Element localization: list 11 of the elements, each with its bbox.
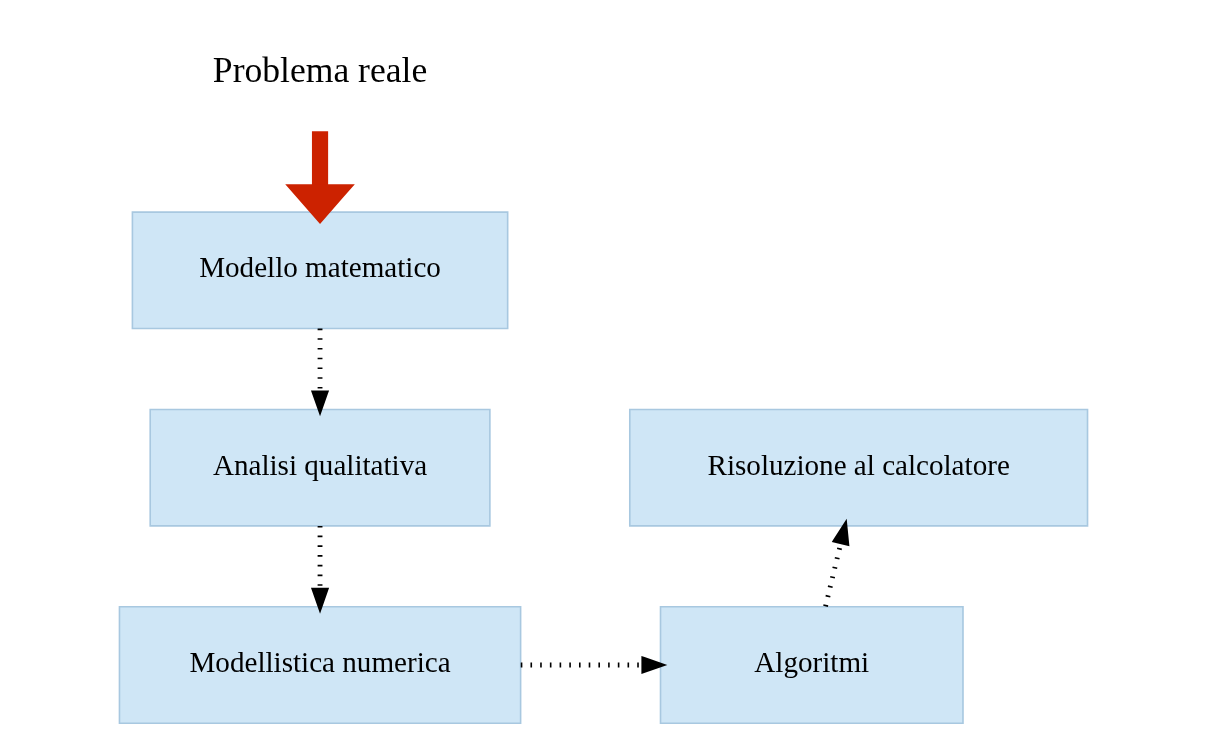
- arrow: [310, 328, 329, 417]
- node-box: Modello matematico: [131, 211, 508, 330]
- node-box: Algoritmi: [659, 605, 964, 725]
- node-box: Analisi qualitativa: [148, 408, 491, 527]
- arrow: [520, 655, 667, 675]
- arrow: [822, 518, 849, 607]
- arrow: [310, 525, 329, 614]
- node-box: Modellistica numerica: [118, 605, 521, 725]
- arrow: [284, 131, 355, 224]
- node-text: Problema reale: [212, 50, 427, 91]
- node-box: Risoluzione al calcolatore: [628, 408, 1088, 527]
